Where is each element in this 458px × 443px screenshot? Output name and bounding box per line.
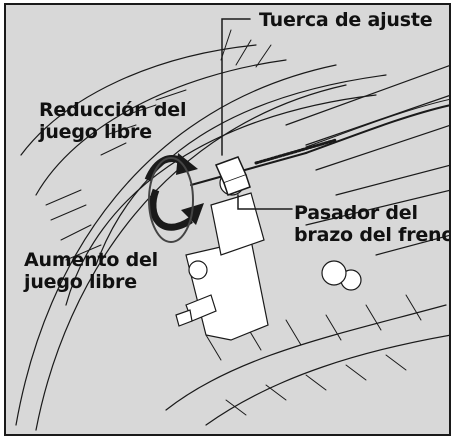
leader-adjusting-nut: [221, 18, 251, 156]
leader-brake-arm-pin: [237, 194, 293, 210]
label-brake-arm-pin: Pasador del brazo del freno: [294, 202, 451, 246]
mount-bolts: [175, 260, 362, 327]
label-adjusting-nut: Tuerca de ajuste: [259, 9, 433, 31]
adjusting-nut: [214, 156, 251, 196]
label-increase-freeplay: Aumento del juego libre: [24, 249, 158, 293]
adjusting-rod: [190, 98, 449, 186]
rear-brake-illustration: [15, 18, 449, 431]
label-line: brazo del freno: [294, 224, 451, 246]
label-line: juego libre: [24, 271, 137, 293]
rotation-arrows: [144, 153, 204, 243]
label-decrease-freeplay: Reducción del juego libre: [39, 99, 186, 143]
label-line: juego libre: [39, 121, 152, 143]
label-line: Tuerca de ajuste: [259, 9, 433, 31]
increase-arrow: [149, 188, 193, 231]
label-line: Pasador del: [294, 202, 418, 224]
label-line: Aumento del: [24, 249, 158, 271]
tire-outline: [15, 44, 449, 431]
figure-frame: Tuerca de ajuste Reducción del juego lib…: [4, 3, 451, 436]
tread-hatching: [45, 29, 422, 416]
label-line: Reducción del: [39, 99, 187, 121]
